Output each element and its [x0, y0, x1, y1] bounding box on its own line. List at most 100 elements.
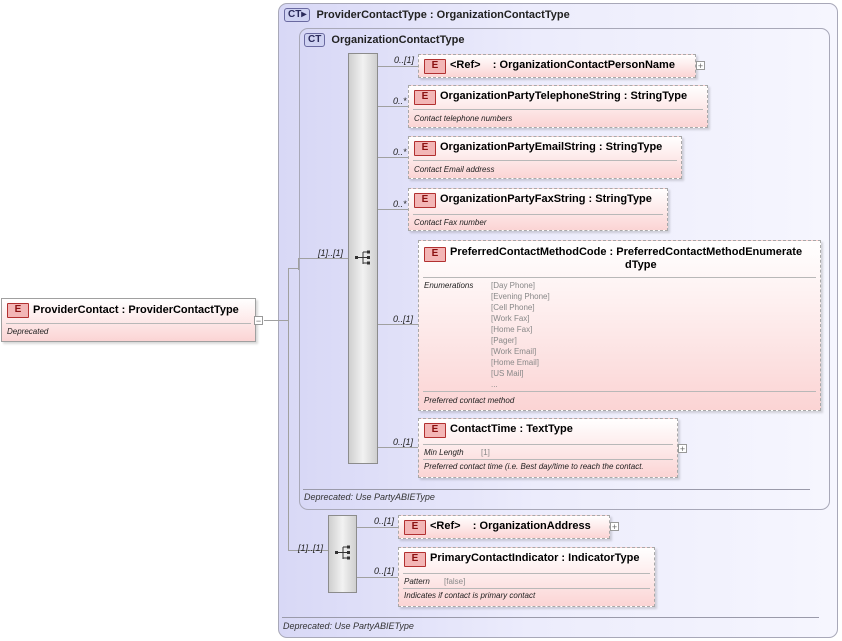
enumeration-value: [Work Email]: [491, 347, 537, 356]
outer-type-footer: Deprecated: Use PartyABIEType: [283, 621, 414, 631]
root-element-provider-contact[interactable]: E ProviderContact : ProviderContactType …: [1, 298, 256, 342]
outer-type-header: CT▸ ProviderContactType : OrganizationCo…: [284, 8, 570, 22]
element-preferred-contact-method-code[interactable]: E PreferredContactMethodCode : Preferred…: [418, 240, 821, 411]
element-title: <Ref> : OrganizationContactPersonName: [450, 59, 675, 71]
inner-type-header: CT OrganizationContactType: [304, 33, 464, 47]
branch-line: [378, 324, 418, 325]
element-title: ProviderContact : ProviderContactType: [33, 304, 239, 316]
element-divider: [413, 109, 703, 110]
ct-derived-icon: CT▸: [284, 8, 311, 22]
outer-type-divider: [282, 617, 819, 618]
branch-line: [378, 209, 408, 210]
element-organization-party-telephone-string[interactable]: E OrganizationPartyTelephoneString : Str…: [408, 85, 708, 128]
enumeration-value: [US Mail]: [491, 369, 524, 378]
element-organization-party-email-string[interactable]: E OrganizationPartyEmailString : StringT…: [408, 136, 682, 179]
element-doc: Preferred contact time (i.e. Best day/ti…: [424, 462, 644, 471]
inner-type-title[interactable]: OrganizationContactType: [331, 33, 465, 46]
occurrence-label: 0..[1]: [374, 566, 395, 576]
element-title: <Ref> : OrganizationAddress: [430, 520, 591, 532]
connector-line: [288, 268, 289, 550]
enumeration-value: [Cell Phone]: [491, 303, 535, 312]
inner-type-footer: Deprecated: Use PartyABIEType: [304, 492, 435, 502]
element-doc: Contact Fax number: [414, 218, 487, 227]
element-divider: [403, 573, 650, 574]
element-primary-contact-indicator[interactable]: E PrimaryContactIndicator : IndicatorTyp…: [398, 547, 655, 607]
element-badge-icon: E: [404, 552, 426, 567]
connector-line: [298, 258, 348, 259]
element-badge-icon: E: [424, 247, 446, 262]
connector-line: [288, 550, 328, 551]
occurrence-label: 0..[1]: [374, 516, 395, 526]
element-contact-time[interactable]: E ContactTime : TextType Min Length [1] …: [418, 418, 678, 478]
element-organization-party-fax-string[interactable]: E OrganizationPartyFaxString : StringTyp…: [408, 188, 668, 231]
inner-sequence-bar[interactable]: [348, 53, 378, 464]
outer-sequence-occurrence: [1]..[1]: [298, 543, 324, 553]
element-title: OrganizationPartyTelephoneString : Strin…: [440, 90, 688, 102]
collapse-icon[interactable]: −: [254, 316, 263, 326]
element-title: OrganizationPartyFaxString : StringType: [440, 193, 652, 205]
element-divider: [6, 323, 251, 324]
expand-icon[interactable]: +: [610, 522, 619, 532]
branch-line: [378, 447, 418, 448]
facet-label: Pattern: [404, 577, 430, 586]
enumerations-label: Enumerations: [424, 281, 474, 290]
enumeration-value: [Day Phone]: [491, 281, 536, 290]
occurrence-label: 0..[1]: [393, 314, 414, 324]
element-badge-icon: E: [7, 303, 29, 318]
element-divider: [413, 214, 663, 215]
branch-line: [378, 157, 408, 158]
element-ref-organization-contact-person-name[interactable]: E <Ref> : OrganizationContactPersonName: [418, 54, 696, 78]
enumeration-value: ...: [491, 380, 498, 389]
element-divider: [423, 391, 816, 392]
element-badge-icon: E: [424, 59, 446, 74]
facet-value: [1]: [481, 448, 490, 457]
connector-line: [298, 258, 299, 270]
occurrence-label: 0..[1]: [394, 55, 415, 65]
element-divider: [403, 588, 650, 589]
facet-value: [false]: [444, 577, 466, 586]
inner-type-divider: [303, 489, 810, 490]
element-title: OrganizationPartyEmailString : StringTyp…: [440, 141, 663, 153]
occurrence-label: 0..*: [393, 96, 407, 106]
outer-type-title[interactable]: ProviderContactType : OrganizationContac…: [316, 8, 570, 21]
element-badge-icon: E: [414, 193, 436, 208]
ct-icon: CT: [304, 33, 326, 47]
occurrence-label: 0..[1]: [393, 437, 414, 447]
element-divider: [423, 444, 673, 445]
element-divider: [413, 160, 677, 161]
enumeration-value: [Home Fax]: [491, 325, 533, 334]
branch-line: [378, 106, 408, 107]
facet-label: Min Length: [424, 448, 464, 457]
element-doc: Contact Email address: [414, 165, 495, 174]
branch-line: [357, 577, 398, 578]
occurrence-label: 0..*: [393, 147, 407, 157]
element-title: PreferredContactMethodCode : PreferredCo…: [450, 246, 803, 271]
element-doc: Indicates if contact is primary contact: [404, 591, 536, 600]
element-doc: Contact telephone numbers: [414, 114, 513, 123]
connector-line: [288, 268, 299, 269]
element-divider: [423, 277, 816, 278]
connector-line: [264, 320, 288, 321]
element-badge-icon: E: [414, 141, 436, 156]
enumeration-value: [Work Fax]: [491, 314, 530, 323]
element-title: PrimaryContactIndicator : IndicatorType: [430, 552, 640, 564]
enumeration-list: [Day Phone] [Evening Phone] [Cell Phone]…: [491, 280, 550, 390]
element-badge-icon: E: [414, 90, 436, 105]
enumeration-value: [Home Email]: [491, 358, 540, 367]
inner-sequence-occurrence: [1]..[1]: [318, 248, 344, 258]
expand-icon[interactable]: +: [696, 61, 705, 71]
element-ref-organization-address[interactable]: E <Ref> : OrganizationAddress: [398, 515, 610, 539]
enumeration-value: [Evening Phone]: [491, 292, 550, 301]
element-badge-icon: E: [424, 423, 446, 438]
sequence-icon: [334, 545, 352, 561]
element-title: ContactTime : TextType: [450, 423, 573, 435]
sequence-icon: [354, 250, 372, 266]
element-badge-icon: E: [404, 520, 426, 535]
occurrence-label: 0..*: [393, 199, 407, 209]
branch-line: [357, 527, 398, 528]
enumeration-value: [Pager]: [491, 336, 517, 345]
element-doc: Preferred contact method: [424, 396, 515, 405]
branch-line: [378, 66, 418, 67]
expand-icon[interactable]: +: [678, 444, 687, 454]
element-divider: [423, 459, 673, 460]
